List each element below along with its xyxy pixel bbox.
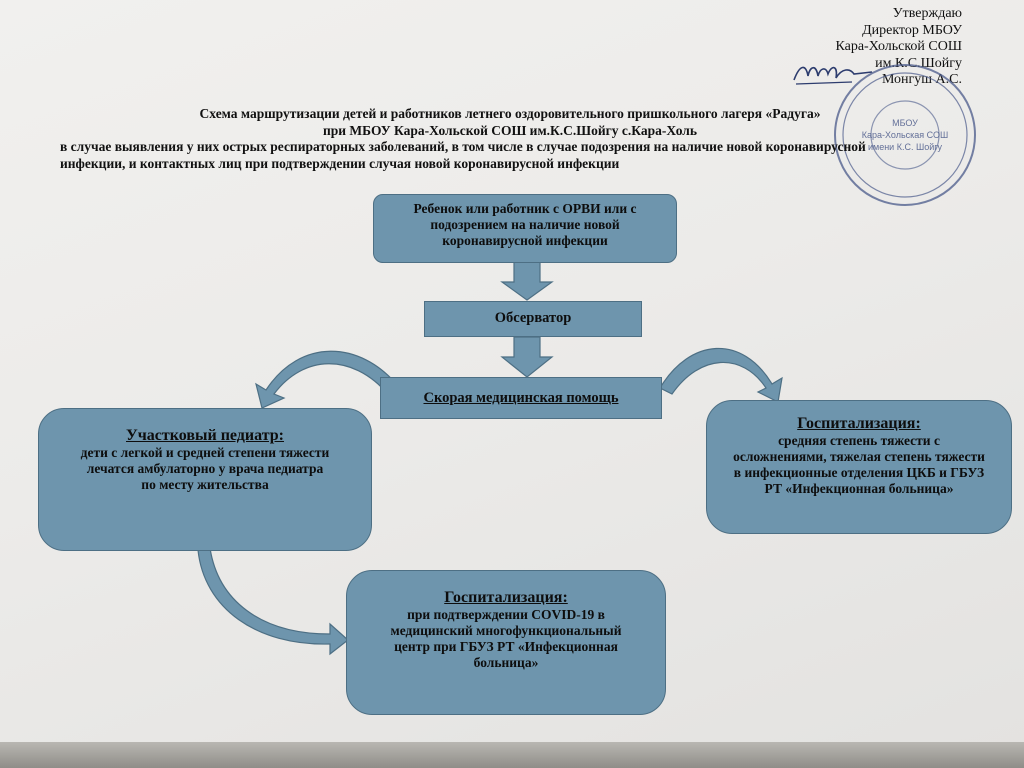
box-text: по месту жительства [141,477,269,492]
curved-arrow-down-right-icon [197,547,349,656]
box-label: Скорая медицинская помощь [423,390,619,406]
box-hospitalization-right: Госпитализация: средняя степень тяжести … [706,400,1012,534]
box-ambulance: Скорая медицинская помощь [380,377,662,419]
approval-line: Директор МБОУ [862,22,962,38]
svg-text:МБОУ: МБОУ [892,118,918,128]
title-line: инфекции, и контактных лиц при подтвержд… [60,155,620,171]
title-line: в случае выявления у них острых респират… [60,139,866,154]
box-observer: Обсерватор [424,301,642,337]
arrow-down-icon [500,261,554,301]
box-text: средняя степень тяжести с [778,433,940,448]
box-text: больница» [473,655,539,670]
approval-line: Кара-Хольской СОШ [835,39,962,54]
box-text: лечатся амбулаторно у врача педиатра [86,461,324,476]
background-surface [0,742,1024,768]
scheme-title: Схема маршрутизации детей и работников л… [60,106,960,172]
box-heading: Участковый педиатр: [126,427,284,444]
box-text: дети с легкой и средней степени тяжести [80,445,330,460]
svg-text:имени К.С. Шойгу: имени К.С. Шойгу [868,142,943,152]
box-hospitalization-bottom: Госпитализация: при подтверждении COVID-… [346,570,666,715]
box-text: в инфекционные отделения ЦКБ и ГБУЗ [733,465,985,480]
box-text: осложнениями, тяжелая степень тяжести [733,449,985,464]
title-line: при МБОУ Кара-Хольской СОШ им.К.С.Шойгу … [322,122,698,138]
box-label: Обсерватор [494,310,572,326]
approval-line: Утверждаю [892,6,962,21]
box-heading: Госпитализация: [444,589,568,606]
approval-line: им.К.С.Шойгу [875,55,962,71]
title-line: Схема маршрутизации детей и работников л… [199,106,821,121]
signature-mark [793,66,873,85]
box-pediatrician: Участковый педиатр: дети с легкой и сред… [38,408,372,551]
official-stamp: МБОУ Кара-Хольская СОШ имени К.С. Шойгу [834,64,976,206]
box-text: центр при ГБУЗ РТ «Инфекционная [394,639,618,654]
box-text: коронавирусной инфекции [442,233,608,248]
box-text: подозрением на наличие новой [430,217,620,232]
box-text: медицинский многофункциональный [390,623,622,638]
box-text: Ребенок или работник с ОРВИ или с [413,201,637,216]
box-start: Ребенок или работник с ОРВИ или с подозр… [373,194,677,263]
arrow-down-icon [500,336,554,378]
svg-text:Кара-Хольская СОШ: Кара-Хольская СОШ [862,130,948,140]
curved-arrow-left-icon [255,350,399,409]
curved-arrow-right-icon [659,347,783,403]
box-heading: Госпитализация: [797,415,921,432]
box-text: РТ «Инфекционная больница» [764,481,954,496]
box-text: при подтверждении COVID-19 в [407,607,605,622]
